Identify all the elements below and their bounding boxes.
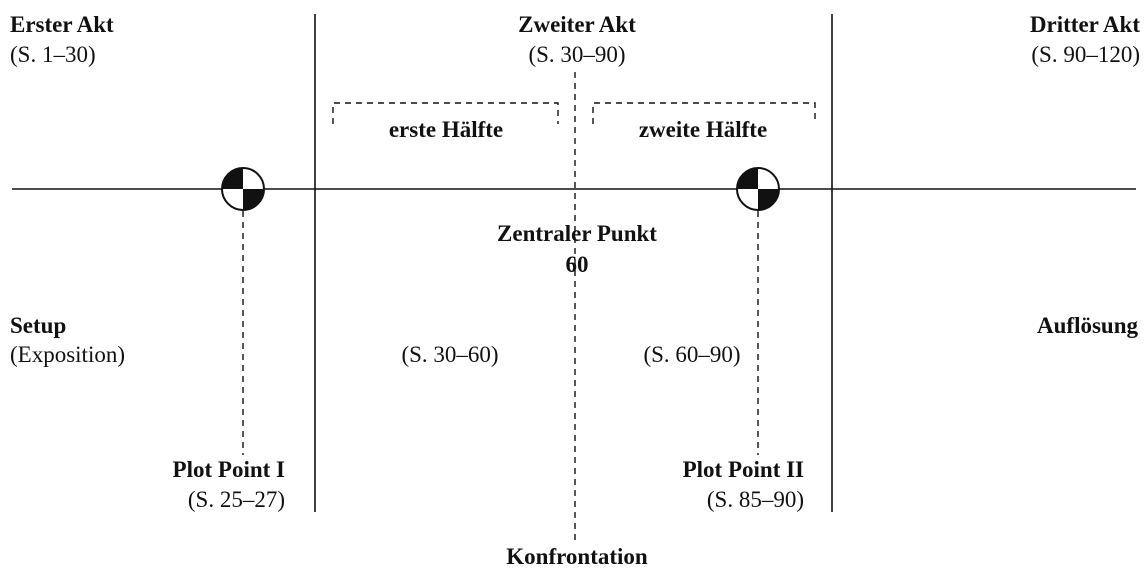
setup-subtitle: (Exposition)	[10, 342, 125, 367]
second-act-second-half-pages: (S. 60–90)	[643, 342, 741, 367]
setup-title: Setup	[10, 313, 67, 338]
first-half-bracket	[332, 102, 559, 124]
act-1-pages: (S. 1–30)	[10, 42, 96, 67]
act-2-pages: (S. 30–90)	[528, 42, 626, 67]
second-act-first-half-pages: (S. 30–60)	[401, 342, 499, 367]
midpoint-title: Zentraler Punkt	[497, 221, 657, 246]
confrontation-label: Konfrontation	[506, 544, 648, 569]
plot-point-2-title: Plot Point II	[682, 457, 804, 482]
act-2-title: Zweiter Akt	[518, 12, 636, 37]
first-half-label: erste Hälfte	[388, 117, 504, 142]
plot-point-1-pages: (S. 25–27)	[187, 487, 285, 512]
plot-point-1-title: Plot Point I	[172, 457, 285, 482]
plot-point-2-marker-icon	[736, 167, 780, 211]
second-half-label: zweite Hälfte	[638, 117, 768, 142]
midpoint-page: 60	[565, 252, 589, 277]
act-3-title: Dritter Akt	[1029, 12, 1140, 37]
plot-point-2-pages: (S. 85–90)	[706, 487, 804, 512]
plot-point-1-marker-icon	[221, 167, 265, 211]
act-1-title: Erster Akt	[10, 12, 114, 37]
resolution-title: Auflösung	[1037, 313, 1138, 338]
act-3-pages: (S. 90–120)	[1031, 42, 1140, 67]
second-half-bracket	[592, 102, 816, 124]
